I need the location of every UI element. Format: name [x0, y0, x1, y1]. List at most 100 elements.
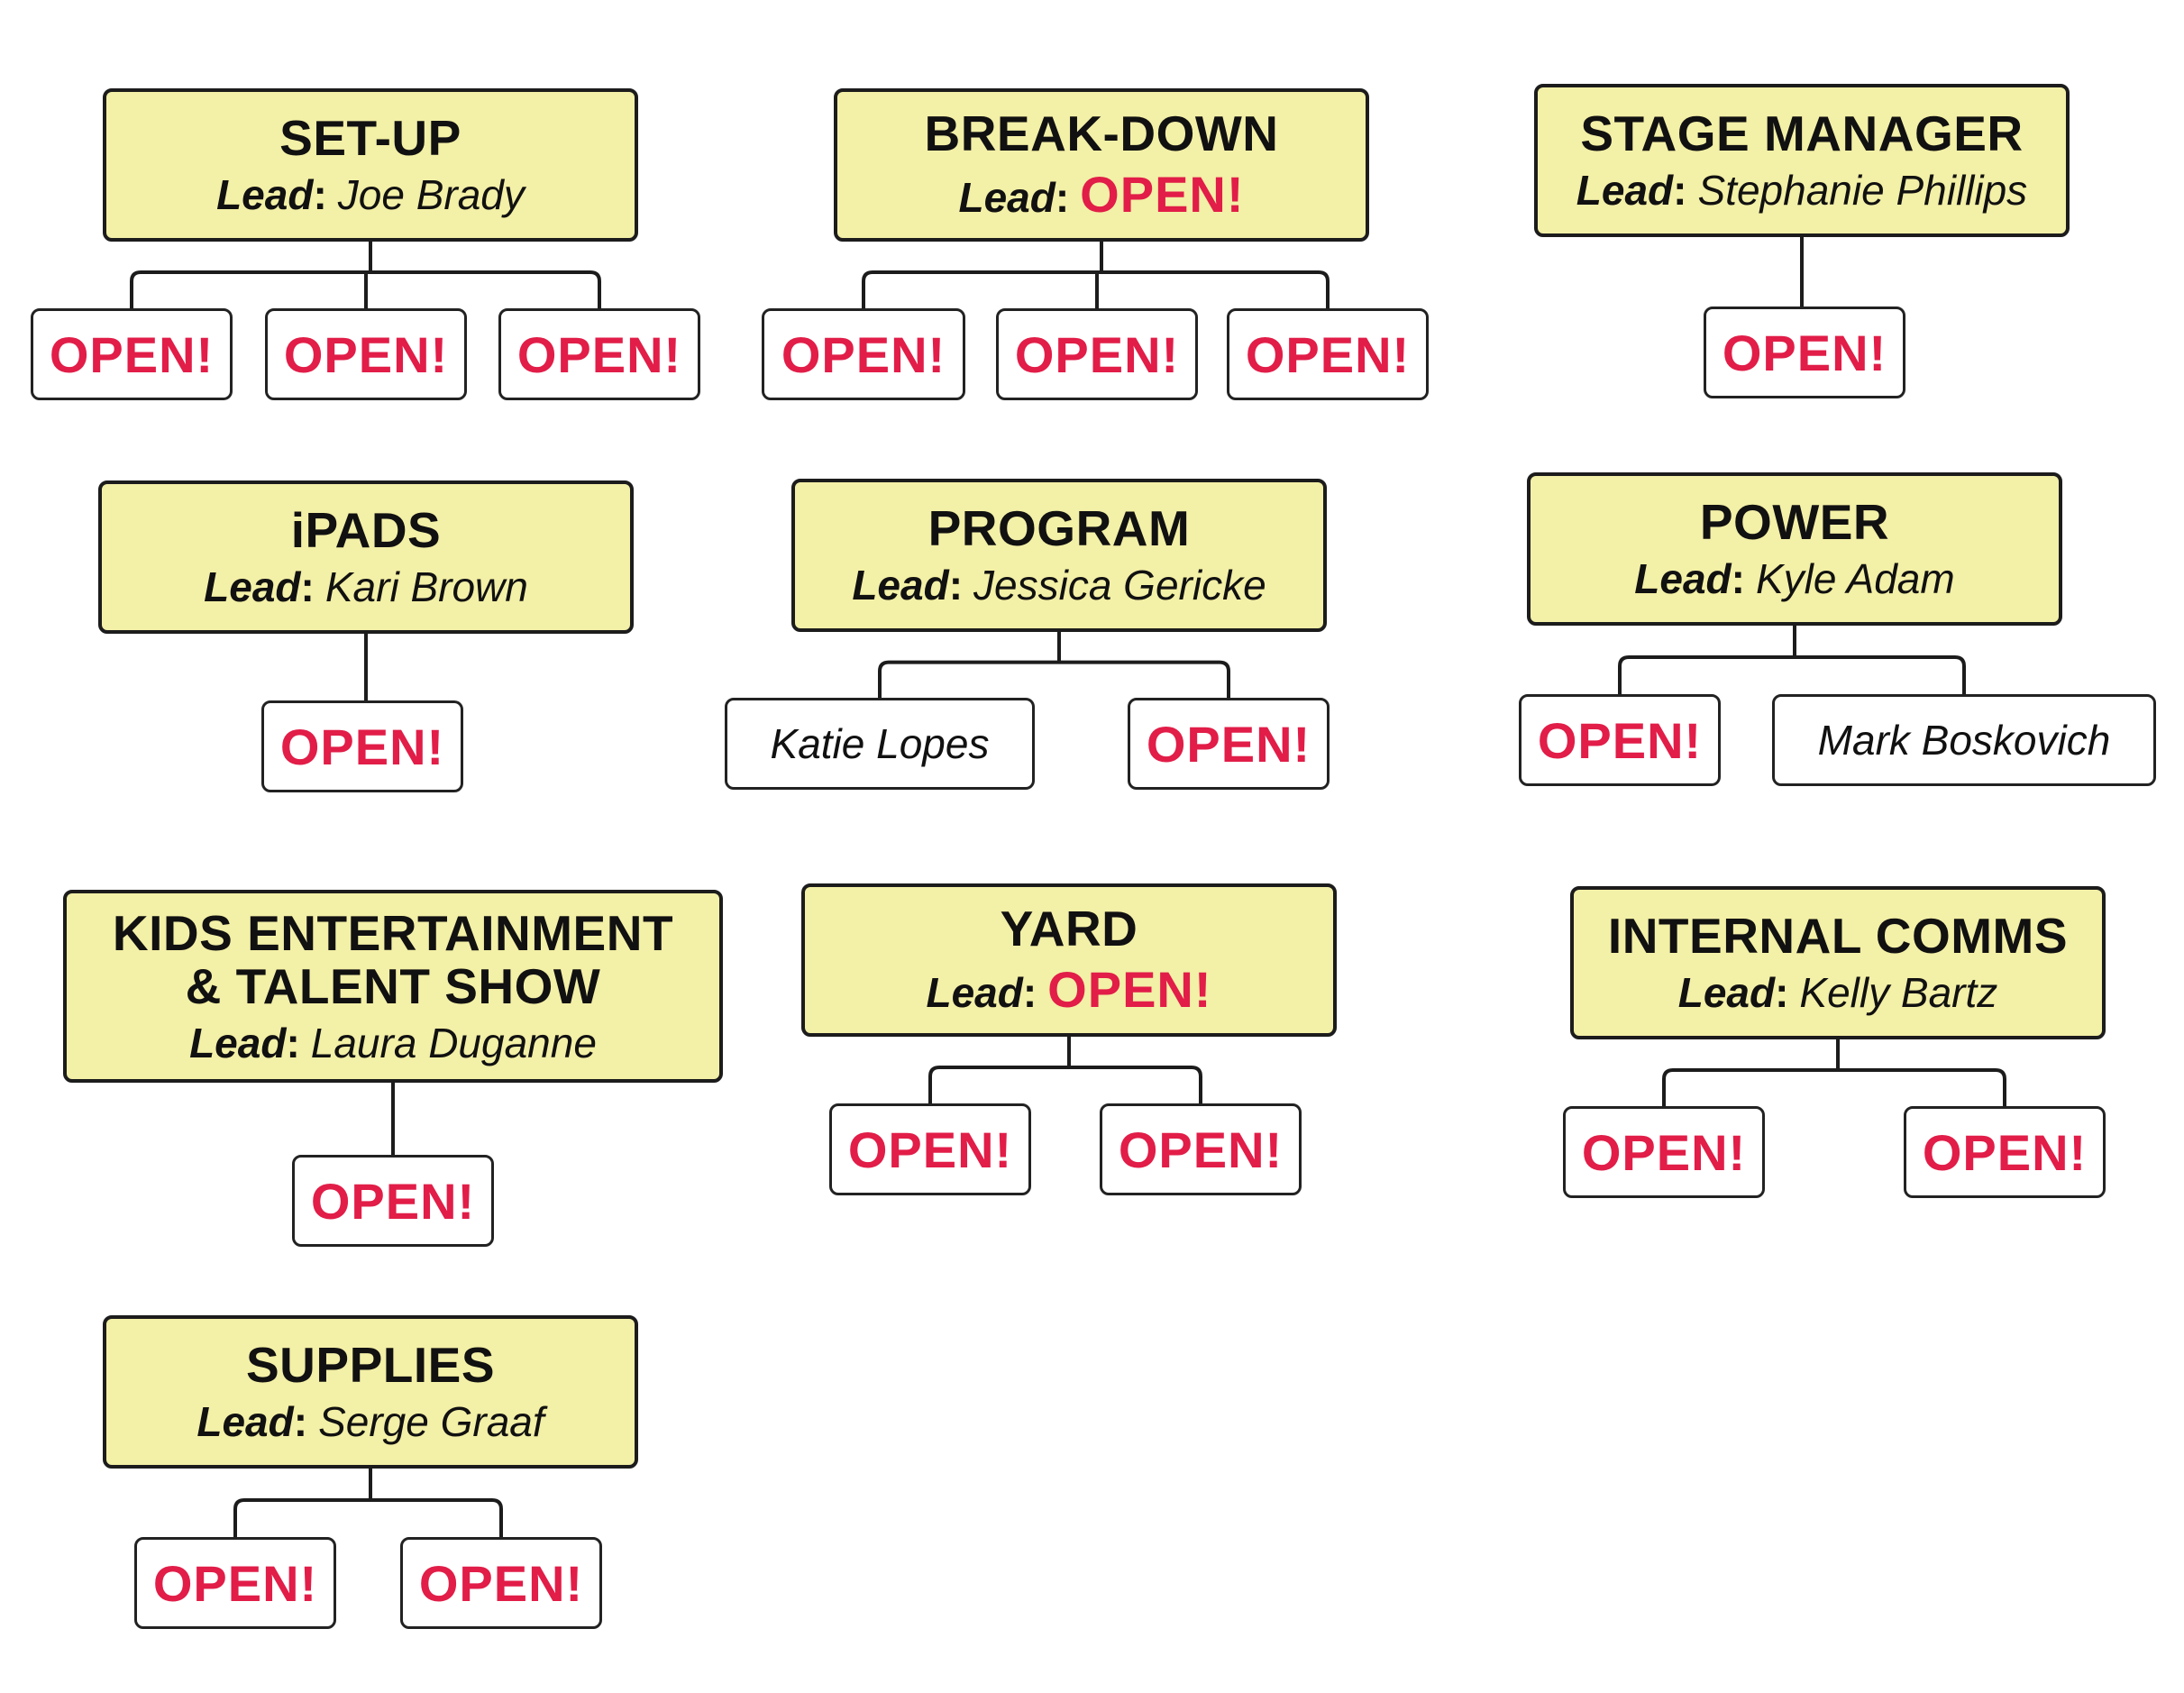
open-slot: OPEN! — [134, 1537, 336, 1629]
lead-name: Kelly Bartz — [1799, 968, 1998, 1016]
open-slot: OPEN! — [292, 1155, 494, 1247]
team-title: PROGRAM — [928, 500, 1191, 557]
lead-name: Serge Graaf — [318, 1397, 544, 1445]
open-slot: OPEN! — [1227, 308, 1429, 400]
lead-label: Lead — [196, 1397, 294, 1445]
team-title: iPADS — [290, 502, 442, 559]
lead-label: Lead — [926, 969, 1023, 1017]
connector-break-down — [862, 242, 1330, 308]
lead-colon: : — [1775, 968, 1789, 1016]
lead-colon: : — [313, 170, 327, 218]
open-slot: OPEN! — [1563, 1106, 1765, 1198]
connector-internal-comms — [1662, 1039, 2006, 1106]
team-title: KIDS ENTERTAINMENT & TALENT SHOW — [112, 904, 674, 1015]
team-title: POWER — [1699, 494, 1890, 551]
open-label: OPEN! — [279, 718, 445, 775]
lead-colon: : — [948, 561, 964, 609]
team-title: SET-UP — [279, 110, 461, 167]
lead-colon: : — [293, 1397, 308, 1445]
team-lead: Lead:Stephanie Phillips — [1576, 166, 2028, 214]
team-lead: Lead:OPEN! — [926, 963, 1211, 1017]
open-slot: OPEN! — [265, 308, 467, 400]
team-title: BREAK-DOWN — [924, 105, 1279, 162]
lead-name: Kari Brown — [324, 563, 528, 610]
team-box-yard: YARD Lead:OPEN! — [801, 883, 1337, 1037]
lead-name: Laura Duganne — [310, 1019, 597, 1066]
lead-label: Lead — [216, 170, 314, 218]
open-label: OPEN! — [310, 1172, 476, 1230]
open-slot: OPEN! — [498, 308, 700, 400]
open-slot: OPEN! — [1904, 1106, 2106, 1198]
open-slot: OPEN! — [31, 308, 233, 400]
lead-label: Lead — [1576, 166, 1674, 214]
team-lead: Lead:Joe Brady — [216, 170, 525, 218]
open-label: OPEN! — [418, 1554, 584, 1612]
team-lead: Lead:Laura Duganne — [189, 1019, 597, 1066]
open-slot: OPEN! — [1704, 307, 1905, 398]
open-label: OPEN! — [847, 1121, 1013, 1178]
lead-colon: : — [1673, 166, 1687, 214]
lead-open-slot: OPEN! — [1047, 961, 1212, 1019]
connector-power — [1618, 626, 1966, 694]
open-label: OPEN! — [283, 325, 449, 383]
team-lead: Lead:Kyle Adam — [1634, 554, 1955, 602]
team-lead: Lead:Jessica Gericke — [852, 563, 1266, 609]
open-slot: OPEN! — [1128, 698, 1330, 790]
team-title: YARD — [1000, 901, 1138, 957]
open-slot: OPEN! — [996, 308, 1198, 400]
member-name: Katie Lopes — [770, 720, 990, 767]
open-label: OPEN! — [1245, 325, 1411, 383]
team-lead: Lead:Kari Brown — [204, 563, 528, 610]
team-title: INTERNAL COMMS — [1607, 908, 2069, 965]
lead-label: Lead — [1677, 968, 1776, 1016]
open-label: OPEN! — [516, 325, 682, 383]
open-slot: OPEN! — [1100, 1103, 1302, 1195]
lead-label: Lead — [958, 174, 1055, 222]
lead-label: Lead — [204, 563, 301, 610]
connector-set-up — [130, 242, 601, 308]
lead-colon: : — [1022, 969, 1037, 1017]
member-slot: Katie Lopes — [725, 698, 1035, 790]
lead-name: Joe Brady — [337, 170, 525, 218]
lead-colon: : — [1055, 174, 1070, 222]
open-label: OPEN! — [1118, 1121, 1284, 1178]
open-slot: OPEN! — [261, 700, 463, 792]
open-label: OPEN! — [49, 325, 215, 383]
connector-supplies — [233, 1469, 503, 1537]
connector-program — [878, 632, 1230, 698]
open-label: OPEN! — [781, 325, 946, 383]
team-lead: Lead:Serge Graaf — [196, 1397, 544, 1445]
open-label: OPEN! — [1722, 324, 1887, 381]
lead-colon: : — [1731, 554, 1745, 602]
team-title: STAGE MANAGER — [1580, 105, 2024, 162]
lead-colon: : — [286, 1019, 300, 1066]
lead-label: Lead — [1634, 554, 1732, 602]
lead-label: Lead — [189, 1019, 287, 1066]
open-slot: OPEN! — [400, 1537, 602, 1629]
open-label: OPEN! — [152, 1554, 318, 1612]
lead-colon: : — [300, 563, 315, 610]
lead-name: Stephanie Phillips — [1697, 166, 2028, 214]
open-label: OPEN! — [1537, 711, 1703, 769]
open-label: OPEN! — [1581, 1123, 1747, 1181]
lead-label: Lead — [852, 561, 949, 609]
team-title: SUPPLIES — [245, 1337, 496, 1394]
lead-name: Jessica Gericke — [973, 561, 1266, 609]
open-label: OPEN! — [1146, 715, 1311, 773]
open-slot: OPEN! — [829, 1103, 1031, 1195]
lead-name: Kyle Adam — [1755, 554, 1955, 602]
open-slot: OPEN! — [762, 308, 965, 400]
connector-yard — [928, 1037, 1202, 1103]
open-label: OPEN! — [1922, 1123, 2088, 1181]
